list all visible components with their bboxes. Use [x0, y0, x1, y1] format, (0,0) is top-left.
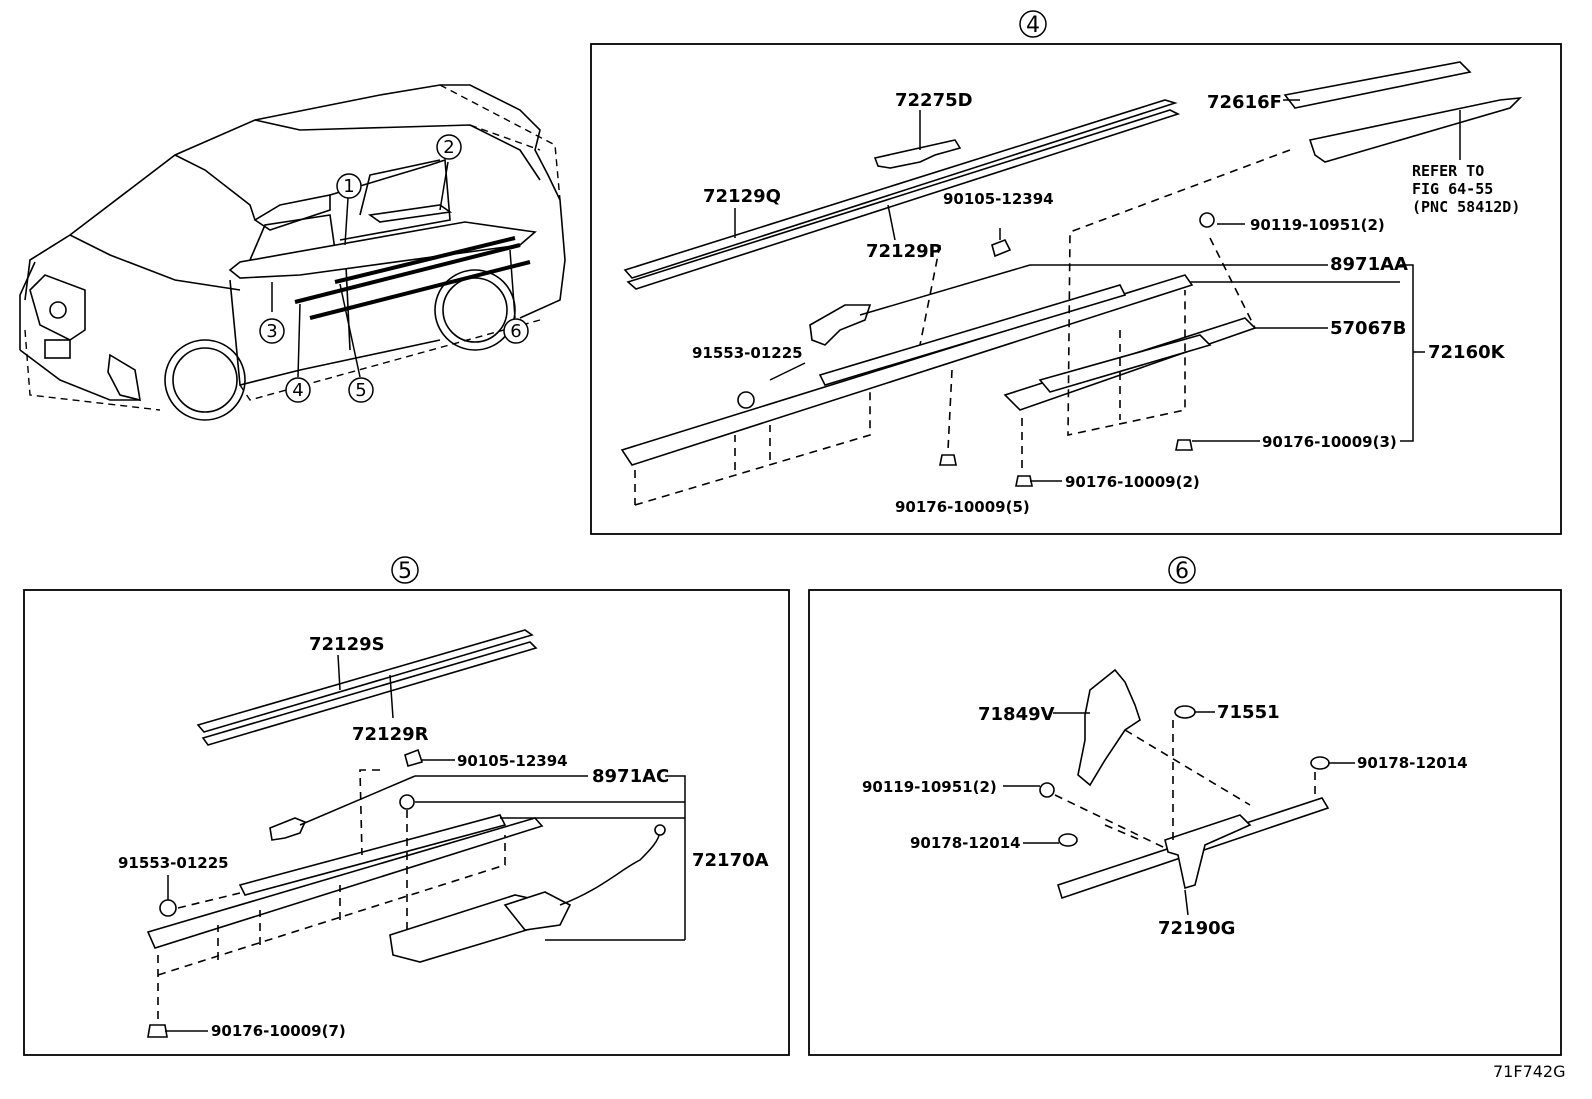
label-90176-10009-3: 90176-10009(3): [1262, 433, 1397, 451]
label-8971AC: 8971AC: [592, 766, 669, 787]
panel-5-labels: 72129S 72129R 90105-12394 8971AC 72170A …: [118, 634, 769, 1040]
label-90178-12014-b: 90178-12014: [910, 834, 1021, 852]
panel-6-leaders: [1003, 711, 1355, 916]
panel-5-leaders: [165, 654, 686, 1032]
label-72129Q: 72129Q: [703, 186, 781, 207]
section-6-marker: 6: [1168, 556, 1196, 584]
label-90119-10951-2: 90119-10951(2): [1250, 216, 1385, 234]
panel-4-dashes: [634, 149, 1291, 506]
label-90105-12394-p5: 90105-12394: [457, 752, 568, 770]
panel-5-frame: [23, 589, 790, 1056]
label-71849V: 71849V: [978, 704, 1055, 725]
refer-note-line3: (PNC 58412D): [1412, 198, 1520, 216]
panel-4-parts: [620, 61, 1523, 487]
panel-5-parts: [146, 629, 666, 1038]
callout-4-label: 4: [292, 380, 303, 401]
section-6-number: 6: [1175, 559, 1189, 584]
callout-4: 4: [285, 377, 311, 403]
label-57067B: 57067B: [1330, 318, 1406, 339]
label-72170A: 72170A: [692, 850, 769, 871]
panel-6-parts: [1039, 668, 1330, 900]
panel-6-frame: [808, 589, 1562, 1056]
callout-3: 3: [259, 318, 285, 344]
callout-1: 1: [336, 173, 362, 199]
callout-5: 5: [348, 377, 374, 403]
label-72129S: 72129S: [309, 634, 385, 655]
figure-code: 71F742G: [1493, 1062, 1566, 1081]
panel-4-leaders: [734, 99, 1461, 482]
callout-3-label: 3: [266, 321, 277, 342]
panel-5-dashes: [157, 769, 506, 1020]
panel-4-frame: [590, 43, 1562, 535]
vehicle-illustration: [19, 84, 566, 421]
section-4-marker: 4: [1019, 10, 1047, 38]
label-8971AA: 8971AA: [1330, 254, 1408, 275]
callout-6-label: 6: [510, 321, 521, 342]
label-72160K: 72160K: [1428, 342, 1506, 363]
panel-6-dashes: [1054, 720, 1316, 849]
label-72190G: 72190G: [1158, 918, 1235, 939]
section-5-number: 5: [398, 559, 412, 584]
label-90119-10951-2-p6: 90119-10951(2): [862, 778, 997, 796]
refer-note-line2: FIG 64-55: [1412, 180, 1493, 198]
label-72129R: 72129R: [352, 724, 429, 745]
callout-6: 6: [503, 318, 529, 344]
label-90176-10009-5: 90176-10009(5): [895, 498, 1030, 516]
callout-1-label: 1: [343, 176, 354, 197]
label-90178-12014-a: 90178-12014: [1357, 754, 1468, 772]
callout-2: 2: [436, 134, 462, 160]
section-4-number: 4: [1026, 13, 1040, 38]
panel-6-labels: 71849V 71551 90178-12014 90119-10951(2) …: [862, 702, 1468, 939]
label-90105-12394: 90105-12394: [943, 190, 1054, 208]
section-5-marker: 5: [391, 556, 419, 584]
label-90176-10009-2: 90176-10009(2): [1065, 473, 1200, 491]
label-72275D: 72275D: [895, 90, 973, 111]
vehicle-callout-leaders: [271, 161, 516, 378]
label-91553-01225: 91553-01225: [692, 344, 803, 362]
label-72129P: 72129P: [866, 241, 942, 262]
label-71551: 71551: [1217, 702, 1280, 723]
label-91553-01225-p5: 91553-01225: [118, 854, 229, 872]
callout-2-label: 2: [443, 137, 454, 158]
label-90176-10009-7: 90176-10009(7): [211, 1022, 346, 1040]
refer-note-line1: REFER TO: [1412, 162, 1484, 180]
label-72616F: 72616F: [1207, 92, 1282, 113]
panel-4-labels: 72275D 72616F REFER TO FIG 64-55 (PNC 58…: [692, 90, 1520, 516]
callout-5-label: 5: [355, 380, 366, 401]
